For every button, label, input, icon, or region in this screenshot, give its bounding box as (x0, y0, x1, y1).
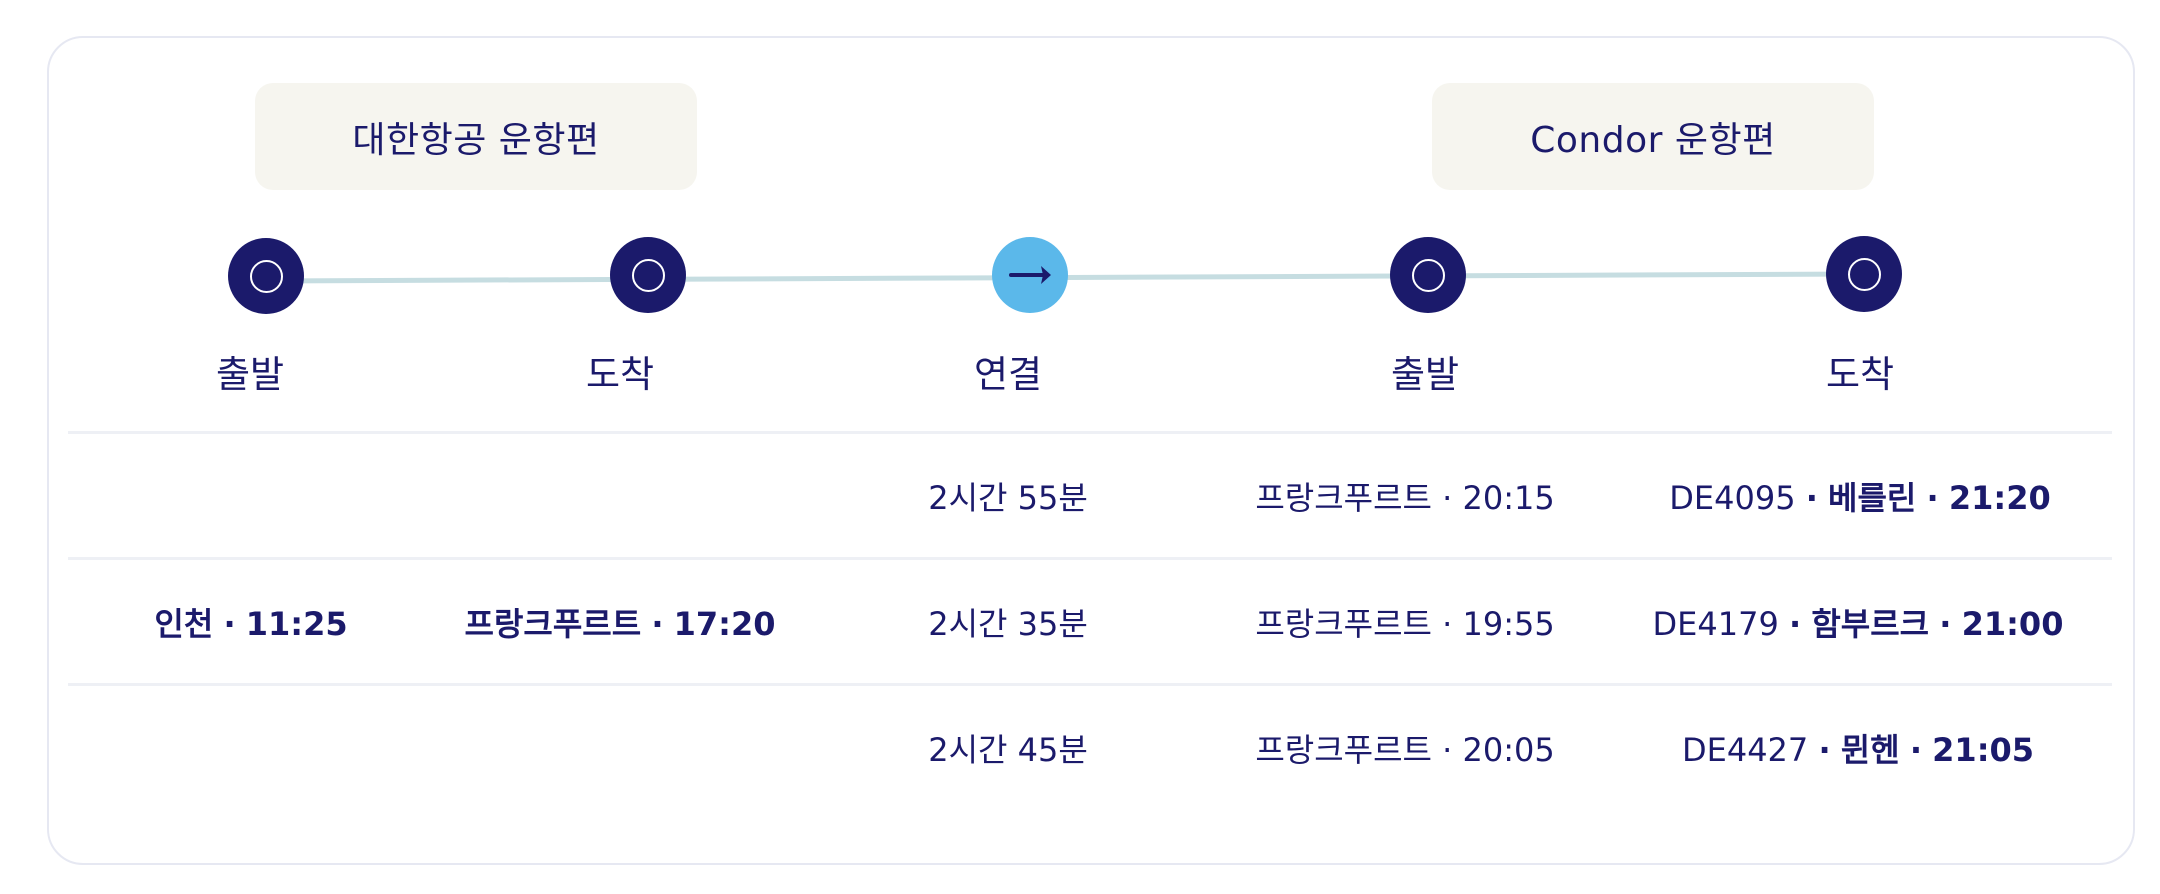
origin-departure: 인천 · 11:25 (154, 599, 347, 645)
separator: · (1926, 479, 1939, 517)
separator: · (1818, 731, 1831, 769)
separator: · (1789, 605, 1802, 643)
arrival-time: 21:05 (1932, 731, 2035, 769)
stage-label-arrival-2: 도착 (1825, 353, 1895, 396)
airline-condor-header: Condor 운항편 (1432, 83, 1874, 190)
stage-label-departure-2: 출발 (1390, 353, 1460, 396)
arrival-time: 17:20 (673, 605, 776, 643)
stage-node-connection (992, 237, 1068, 313)
stage-node-arrival-2 (1826, 236, 1902, 312)
departure-city: 프랑크푸르트 (1255, 605, 1432, 643)
separator: · (651, 605, 664, 643)
layover-duration: 2시간 45분 (928, 731, 1088, 769)
separator: · (1442, 731, 1453, 769)
arrival-time: 21:00 (1961, 605, 2064, 643)
arrival-city: 뮌헨 (1840, 731, 1900, 769)
circle-ring-icon (1411, 258, 1445, 292)
airline-label: 대한항공 운항편 (352, 119, 600, 161)
flight-number: DE4095 (1669, 479, 1796, 517)
connection-departure: 프랑크푸르트 · 19:55 (1255, 599, 1554, 645)
arrival-city: 프랑크푸르트 (464, 605, 642, 643)
row-divider (68, 431, 2112, 434)
circle-ring-icon (1847, 257, 1881, 291)
departure-time: 20:15 (1462, 479, 1555, 517)
layover-duration: 2시간 55분 (928, 479, 1088, 517)
flight-number: DE4427 (1681, 731, 1809, 769)
circle-ring-icon (631, 258, 665, 292)
arrival-time: 21:20 (1948, 479, 2051, 517)
departure-city: 인천 (154, 605, 214, 643)
arrival-city: 베를린 (1828, 479, 1917, 517)
departure-time: 11:25 (245, 605, 348, 643)
departure-time: 19:55 (1462, 605, 1555, 643)
stage-node-departure-2 (1390, 237, 1466, 313)
stage-label-arrival: 도착 (585, 353, 655, 396)
separator: · (1805, 479, 1818, 517)
airline-korean-air-header: 대한항공 운항편 (255, 83, 697, 190)
arrival-city: 함부르크 (1811, 605, 1930, 643)
row-divider (68, 557, 2112, 560)
stage-node-departure (228, 238, 304, 314)
separator: · (1939, 605, 1952, 643)
layover-duration: 2시간 35분 (928, 605, 1088, 643)
row-divider (68, 683, 2112, 686)
departure-time: 20:05 (1462, 731, 1555, 769)
separator: · (223, 605, 236, 643)
flight-number: DE4179 (1652, 605, 1779, 643)
connection-departure: 프랑크푸르트 · 20:05 (1255, 725, 1554, 771)
separator: · (1442, 605, 1453, 643)
connection-arrival: DE4179 · 함부르크 · 21:00 (1653, 599, 2064, 645)
circle-ring-icon (249, 259, 283, 293)
stage-label-connection: 연결 (973, 353, 1043, 396)
departure-city: 프랑크푸르트 (1255, 479, 1432, 517)
connection-arrival: DE4095 · 베를린 · 21:20 (1669, 473, 2050, 519)
stage-node-arrival (610, 237, 686, 313)
connection-arrival: DE4427 · 뮌헨 · 21:05 (1682, 725, 2034, 771)
stage-label-departure: 출발 (215, 353, 285, 396)
separator: · (1909, 731, 1922, 769)
departure-city: 프랑크푸르트 (1255, 731, 1432, 769)
origin-arrival: 프랑크푸르트 · 17:20 (465, 599, 776, 645)
airline-label: Condor 운항편 (1530, 119, 1776, 161)
arrow-right-icon (1009, 266, 1051, 284)
connection-departure: 프랑크푸르트 · 20:15 (1255, 473, 1554, 519)
separator: · (1442, 479, 1453, 517)
